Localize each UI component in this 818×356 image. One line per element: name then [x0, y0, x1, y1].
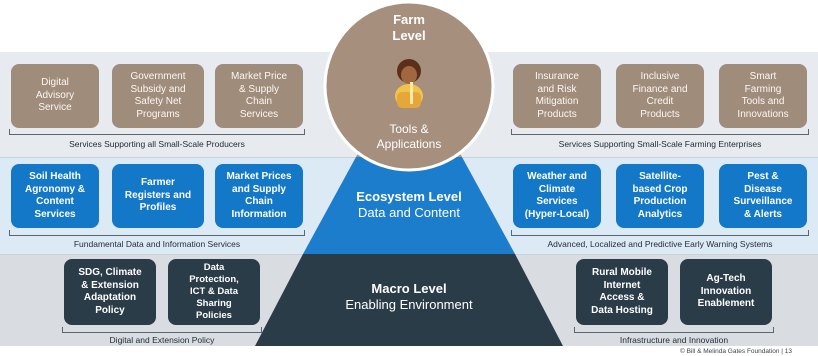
caption-top-right: Services Supporting Small-Scale Farming …: [558, 139, 762, 149]
caption-mid-right: Advanced, Localized and Predictive Early…: [547, 239, 773, 249]
bracket-top-left: [9, 129, 305, 135]
card-rural-mobile-internet: Rural Mobile Internet Access & Data Host…: [576, 259, 668, 325]
bracket-mid-left: [9, 230, 305, 236]
bracket-bot-left: [62, 327, 262, 333]
macro-level-subtitle: Enabling Environment: [345, 297, 473, 312]
card-sdg-climate-policy: SDG, Climate & Extension Adaptation Poli…: [64, 259, 156, 325]
bracket-mid-right: [511, 230, 809, 236]
caption-top-left: Services Supporting all Small-Scale Prod…: [69, 139, 245, 149]
ecosystem-level-title: Ecosystem Level: [356, 189, 462, 204]
card-smart-farming: Smart Farming Tools and Innovations: [719, 64, 807, 128]
caption-bot-right: Infrastructure and Innovation: [619, 335, 729, 345]
card-market-price-supply: Market Price & Supply Chain Services: [215, 64, 303, 128]
card-market-prices-info: Market Prices and Supply Chain Informati…: [215, 164, 303, 228]
bracket-bot-right: [574, 327, 774, 333]
caption-bot-left: Digital and Extension Policy: [109, 335, 215, 345]
card-government-subsidy: Government Subsidy and Safety Net Progra…: [112, 64, 204, 128]
pyramid-middle-segment: [303, 157, 515, 254]
farmer-icon: [395, 59, 423, 108]
farm-level-title: Farm Level: [392, 12, 426, 43]
tools-applications-label: Tools & Applications: [376, 122, 442, 151]
ecosystem-level-subtitle: Data and Content: [358, 205, 460, 220]
card-digital-advisory: Digital Advisory Service: [11, 64, 99, 128]
macro-level-title: Macro Level: [371, 281, 447, 296]
pyramid-bottom-segment: [255, 254, 563, 346]
footer-credit: © Bill & Melinda Gates Foundation | 13: [680, 348, 792, 355]
card-weather-climate: Weather and Climate Services (Hyper-Loca…: [513, 164, 601, 228]
card-satellite-analytics: Satellite- based Crop Production Analyti…: [616, 164, 704, 228]
card-insurance-risk: Insurance and Risk Mitigation Products: [513, 64, 601, 128]
caption-mid-left: Fundamental Data and Information Service…: [73, 239, 241, 249]
bracket-top-right: [511, 129, 809, 135]
card-pest-disease: Pest & Disease Surveillance & Alerts: [719, 164, 807, 228]
card-data-protection-policy: Data Protection, ICT & Data Sharing Poli…: [168, 259, 260, 325]
card-farmer-registers: Farmer Registers and Profiles: [112, 164, 204, 228]
card-soil-health: Soil Health Agronomy & Content Services: [11, 164, 99, 228]
card-inclusive-finance: Inclusive Finance and Credit Products: [616, 64, 704, 128]
card-agtech-innovation: Ag-Tech Innovation Enablement: [680, 259, 772, 325]
